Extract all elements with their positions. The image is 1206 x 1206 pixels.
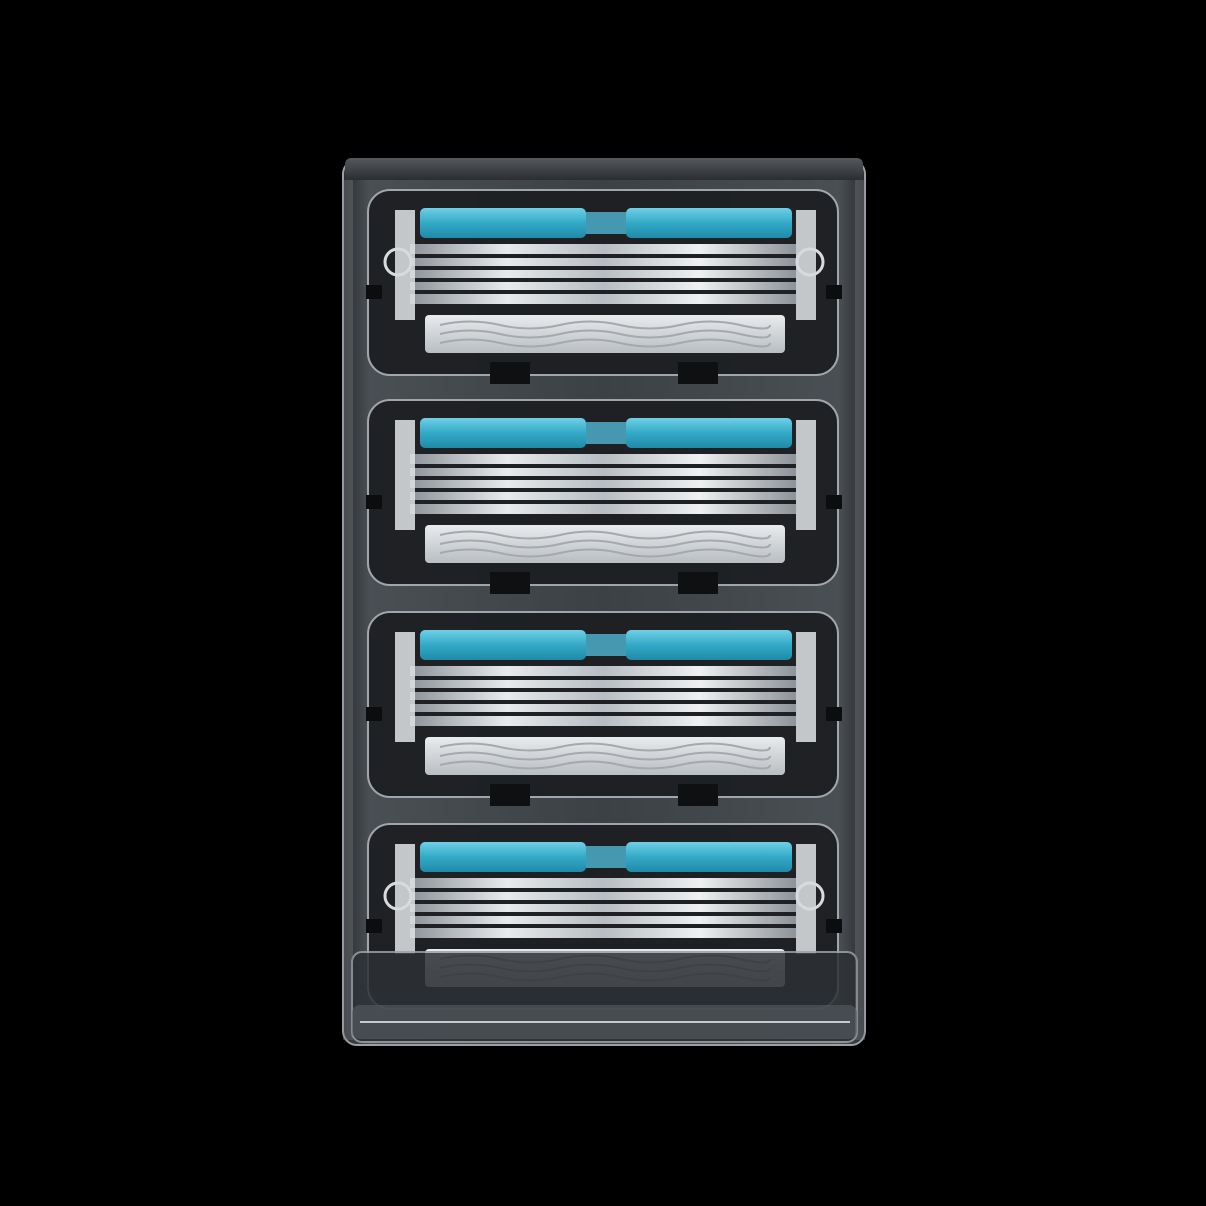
case-lid: [345, 158, 863, 180]
cartridge-2: [366, 399, 842, 594]
cartridge-3: [366, 611, 842, 806]
cartridge-1: [366, 189, 842, 384]
